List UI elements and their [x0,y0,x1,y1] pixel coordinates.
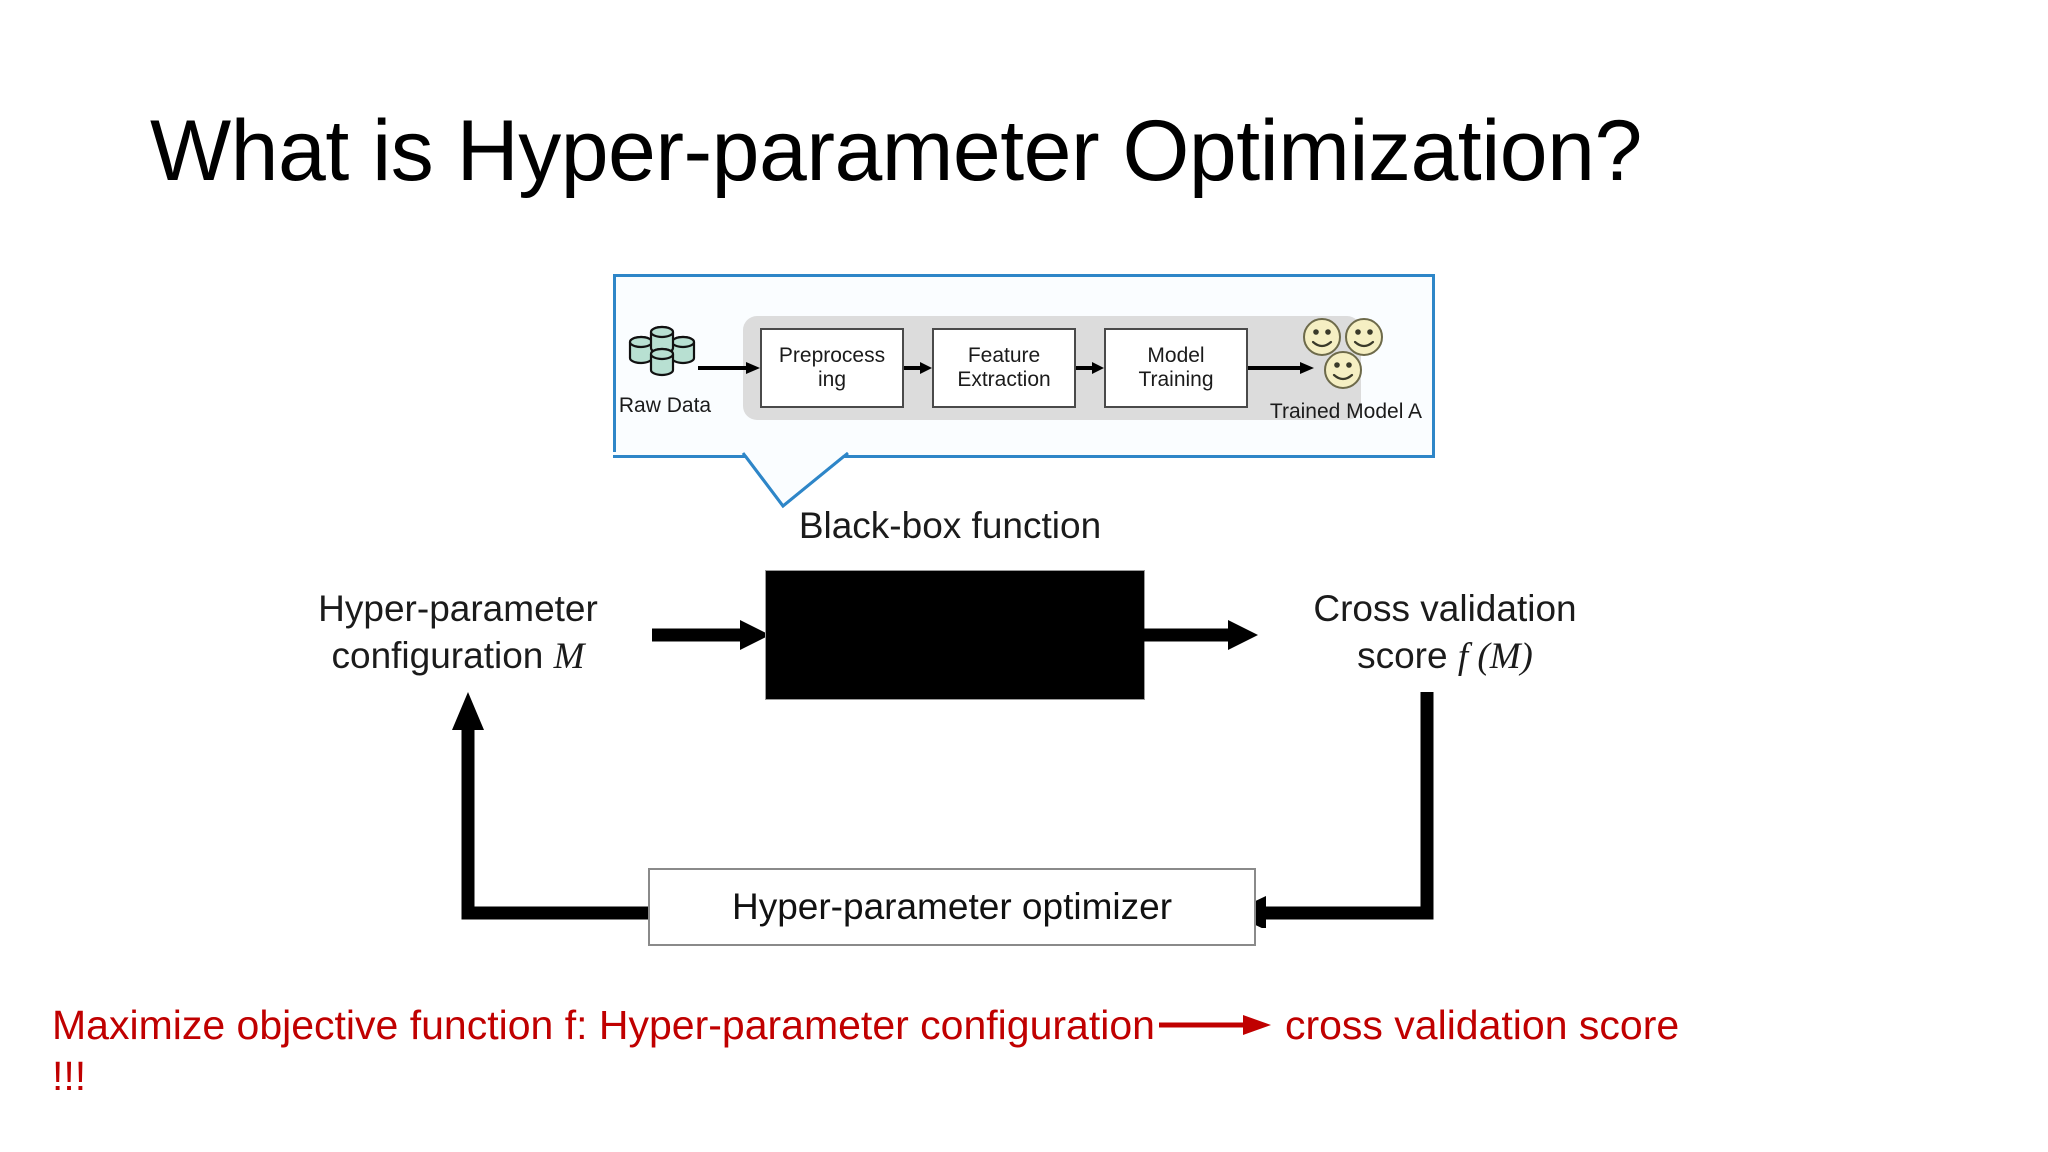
red-statement-part2: cross validation score [1284,1002,1680,1048]
arrow-blackbox-to-score-icon [1140,620,1258,650]
hp-config-line1: Hyper-parameter [318,588,598,629]
stage-box-feature-extraction: Feature Extraction [932,328,1076,408]
trained-model-label: Trained Model A [1269,400,1423,423]
stage-box-preprocessing: Preprocess ing [760,328,904,408]
stage-label-line2: Training [1138,368,1214,391]
cross-validation-score-label: Cross validation score f (M) [1280,586,1610,680]
red-statement-line-1: Maximize objective function f: Hyper-par… [52,1000,2012,1051]
red-statement-part1: Maximize objective function f: Hyper-par… [52,1002,1155,1048]
stage-label-line1: Preprocess [778,343,886,367]
page-title: What is Hyper-parameter Optimization? [150,103,1642,199]
feedback-arrow-score-to-optimizer-icon [1230,692,1434,928]
cv-score-line1: Cross validation [1313,588,1577,629]
database-cylinders-icon [628,325,696,377]
arrow-config-to-blackbox-icon [652,620,770,650]
stage-box-model-training: Model Training [1104,328,1248,408]
stage-label-line2: Extraction [957,368,1051,391]
hyperparameter-configuration-label: Hyper-parameter configuration M [278,586,638,680]
stage-label-line1: Model [1147,343,1205,367]
feedback-arrow-optimizer-to-config-icon [452,692,670,920]
blackbox-function-caption: Black-box function [798,505,1102,546]
red-arrow-icon [1158,1015,1271,1036]
stage-label-line1: Feature [967,343,1041,367]
hp-config-line2: configuration [331,634,554,676]
black-box-function [765,570,1145,700]
smiley-faces-icon [1303,318,1383,389]
stage-label-line2: ing [817,368,847,391]
raw-data-label: Raw Data [618,394,712,417]
optimizer-label: Hyper-parameter optimizer [731,886,1173,927]
cv-score-variable: f (M) [1457,635,1533,677]
hyperparameter-optimizer-box: Hyper-parameter optimizer [648,868,1256,946]
red-statement-line-2: !!! [52,1052,87,1099]
hp-config-variable: M [553,635,585,677]
red-summary-statement: Maximize objective function f: Hyper-par… [52,1000,2012,1102]
cv-score-line2: score [1357,634,1458,676]
